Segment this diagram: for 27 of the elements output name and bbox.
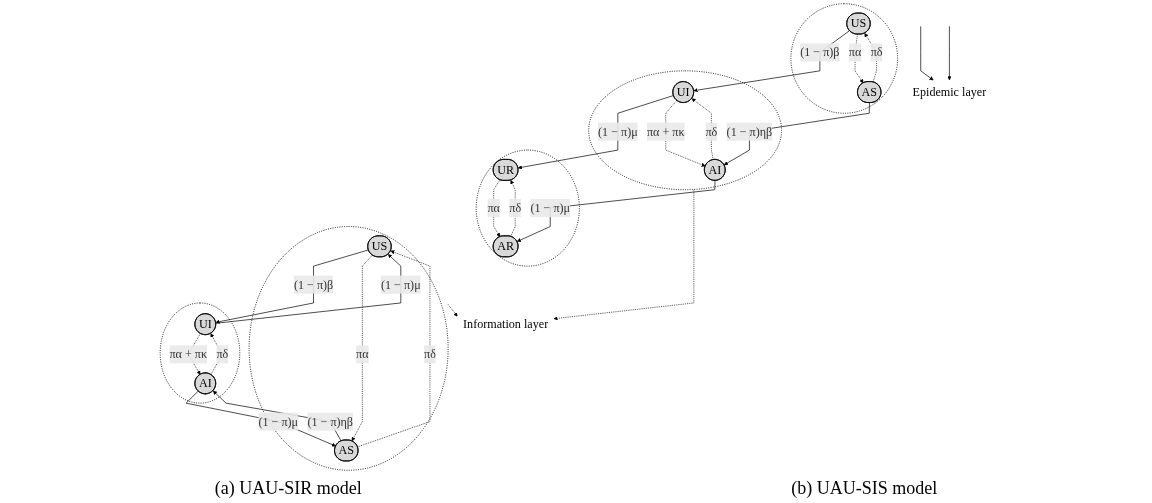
node-text: Information layer [463,317,549,331]
edge-label: (1 − π)β [800,45,840,60]
edge-label: (1 − π)ηβ [726,124,773,139]
edge-label: πδ [216,347,229,362]
edge-label: πα [487,201,500,215]
cluster [475,149,580,267]
edge-label: πδ [870,45,883,60]
cluster [159,302,241,404]
caption-text: (a) UAU-SIR model [214,478,362,499]
edge-label: (1 − π)μ [598,124,638,139]
edge-label: (1 − π)β [293,277,334,292]
edge-label: (1 − π)μ [530,201,571,215]
cluster [790,3,899,114]
cluster [248,226,449,471]
edge-label: (1 − π)μ [258,414,299,429]
edge-label: πα + πκ [169,347,208,362]
edge-label: πα [848,45,862,60]
node-text: Epidemic layer [912,85,987,99]
caption-text: (b) UAU-SIS model [791,478,938,499]
edge-label: πα + πκ [646,124,685,139]
cluster [588,70,783,191]
edge-label: πα [356,347,369,362]
edge-label: (1 − π)μ [381,277,421,292]
edge-label: πδ [705,124,718,139]
edge-label: πδ [424,347,436,362]
edge-label: πδ [509,201,522,215]
edge-label: (1 − π)ηβ [307,414,354,429]
